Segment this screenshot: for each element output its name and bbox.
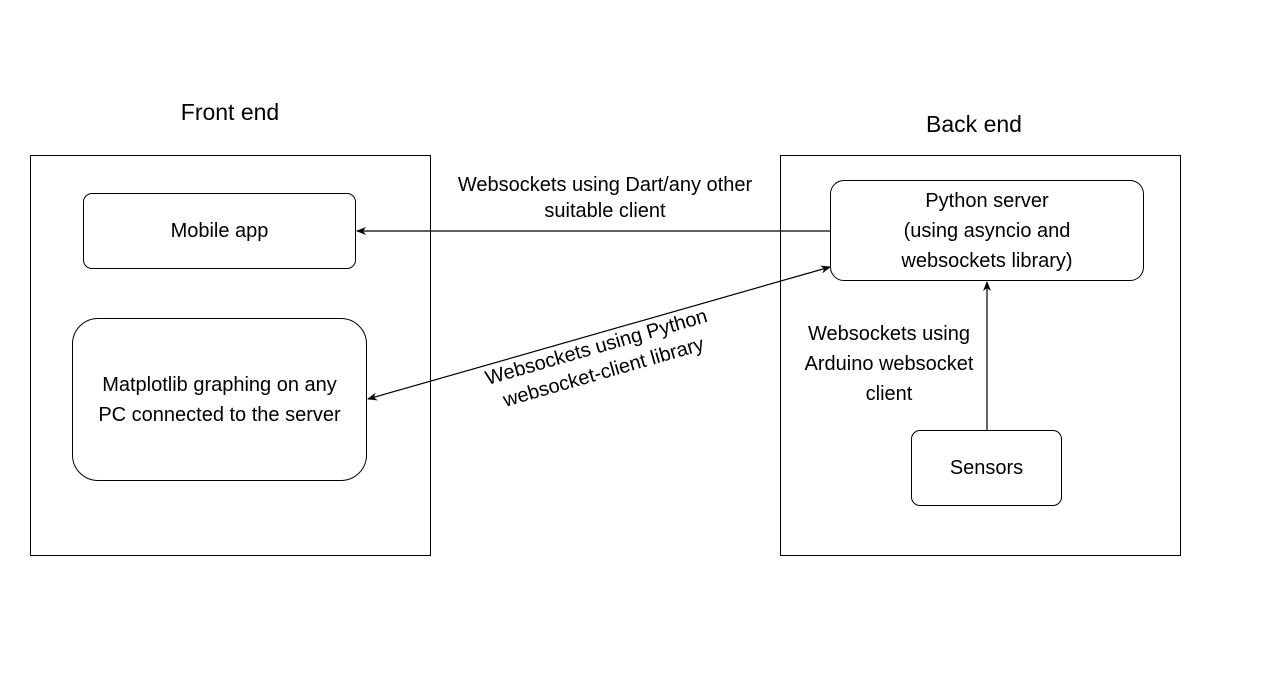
- dart-edge-label-line1: Websockets using Dart/any other: [457, 174, 753, 196]
- arduino-edge-label-line3: client: [865, 383, 913, 405]
- python-server-label-line3: websockets library): [901, 249, 1073, 272]
- matplotlib-node: Matplotlib graphing on any PC connected …: [72, 318, 367, 481]
- python-server-label-line2: (using asyncio and: [903, 219, 1071, 242]
- sensors-label: Sensors: [949, 457, 1024, 479]
- front-end-title: Front end: [180, 99, 280, 125]
- dart-edge-label: Websockets using Dart/any other suitable…: [435, 172, 775, 224]
- matplotlib-label-line2: PC connected to the server: [98, 403, 341, 426]
- arduino-edge-label: Websockets using Arduino websocket clien…: [789, 319, 989, 409]
- mobile-app-node: Mobile app: [83, 193, 356, 269]
- sensors-node: Sensors: [911, 430, 1062, 506]
- matplotlib-label-line1: Matplotlib graphing on any: [102, 373, 337, 396]
- python-server-node: Python server (using asyncio and websock…: [830, 180, 1144, 281]
- arduino-edge-label-line1: Websockets using: [808, 323, 970, 345]
- dart-edge-label-line2: suitable client: [544, 200, 666, 222]
- arduino-edge-label-line2: Arduino websocket: [804, 353, 974, 375]
- mobile-app-label: Mobile app: [170, 220, 269, 242]
- edge-server-matplotlib-bidirectional: [367, 265, 831, 401]
- back-end-title: Back end: [926, 111, 1022, 137]
- python-server-label-line1: Python server: [925, 189, 1049, 212]
